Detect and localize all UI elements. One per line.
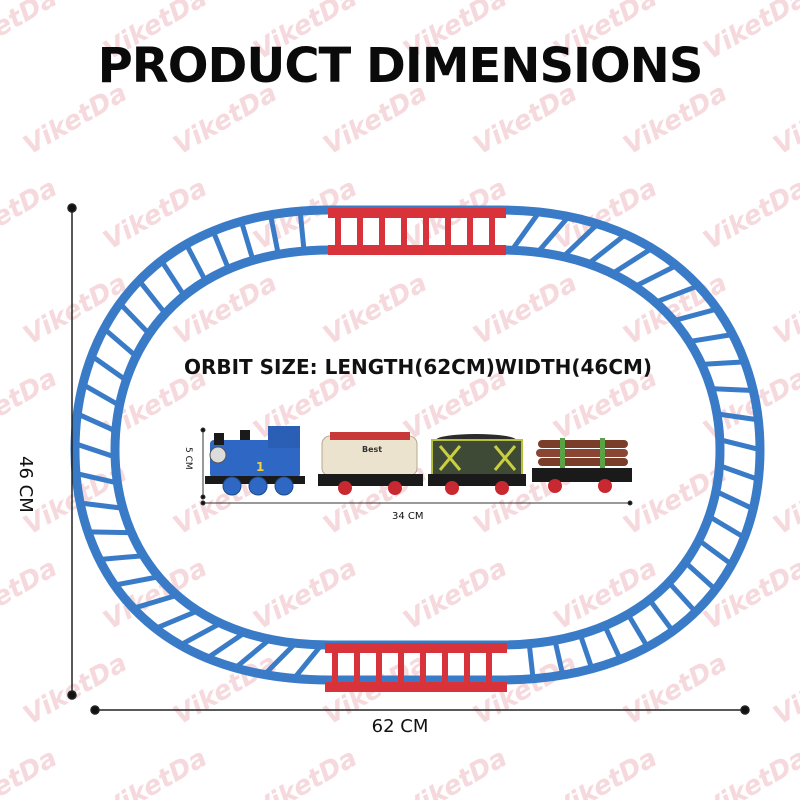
track-sleeper bbox=[205, 630, 247, 661]
dimension-line-train-height bbox=[200, 427, 206, 500]
track-sleeper bbox=[552, 639, 566, 676]
track-sleeper bbox=[718, 463, 760, 482]
track-sleeper bbox=[561, 222, 600, 259]
coal-car bbox=[428, 434, 526, 495]
track-sleeper bbox=[535, 214, 571, 254]
track-sleeper bbox=[654, 283, 700, 305]
track-sleeper bbox=[625, 612, 650, 649]
red-track-sleeper bbox=[489, 210, 495, 255]
track-sleeper bbox=[292, 643, 324, 681]
train-height-label: 5 CM bbox=[183, 447, 193, 470]
red-track-sleeper bbox=[464, 645, 470, 692]
track-sleeper bbox=[90, 353, 128, 383]
track-sleeper bbox=[238, 220, 256, 262]
track-sleeper bbox=[714, 489, 755, 512]
red-straight-bottom bbox=[325, 643, 507, 692]
track-sleeper bbox=[716, 411, 759, 423]
track-sleeper bbox=[297, 210, 307, 252]
red-track-sleeper bbox=[335, 210, 341, 255]
track-sleeper bbox=[610, 246, 654, 276]
tanker-car: Best bbox=[318, 432, 423, 495]
track-sleeper bbox=[633, 263, 678, 289]
track-sleeper bbox=[184, 243, 208, 283]
orbit-size-label: ORBIT SIZE: LENGTH(62CM)WIDTH(46CM) bbox=[183, 355, 653, 379]
red-track-sleeper bbox=[401, 210, 407, 255]
track-sleeper bbox=[76, 411, 117, 434]
length-dimension-label: 62 CM bbox=[371, 716, 429, 737]
track-sleeper bbox=[74, 441, 116, 460]
track-sleeper bbox=[710, 386, 754, 393]
track-sleeper bbox=[118, 301, 151, 336]
track-sleeper bbox=[602, 624, 623, 661]
page-title: PRODUCT DIMENSIONS bbox=[97, 38, 704, 94]
red-track-sleeper bbox=[420, 645, 426, 692]
track-sleeper bbox=[262, 641, 298, 677]
red-track-sleeper bbox=[332, 645, 338, 692]
track-sleeper bbox=[79, 500, 124, 511]
track-sleeper bbox=[87, 529, 132, 536]
track-sleeper bbox=[688, 332, 734, 345]
track-sleeper bbox=[210, 230, 231, 271]
locomotive-number: 1 bbox=[256, 460, 264, 474]
red-track-sleeper bbox=[486, 645, 492, 692]
track-sleeper bbox=[697, 538, 734, 567]
track-sleeper bbox=[233, 637, 272, 670]
red-track-sleeper bbox=[442, 645, 448, 692]
red-track-sleeper bbox=[398, 645, 404, 692]
log-car bbox=[532, 438, 632, 493]
track-sleeper bbox=[137, 279, 168, 316]
track-sleeper bbox=[99, 553, 144, 562]
track-sleeper bbox=[683, 560, 718, 592]
red-track-sleeper bbox=[467, 210, 473, 255]
track-sleeper bbox=[75, 471, 118, 486]
red-track-sleeper bbox=[379, 210, 385, 255]
track-sleeper bbox=[132, 592, 178, 611]
track-sleeper bbox=[666, 580, 698, 614]
width-dimension-label: 46 CM bbox=[15, 456, 36, 513]
red-straight-top bbox=[328, 208, 506, 255]
red-track-sleeper bbox=[354, 645, 360, 692]
track-sleeper bbox=[586, 232, 628, 266]
track-sleeper bbox=[647, 598, 675, 633]
track-sleeper bbox=[114, 574, 160, 588]
dimension-line-width bbox=[67, 203, 77, 700]
red-track-sleeper bbox=[376, 645, 382, 692]
tanker-text: Best bbox=[362, 445, 382, 454]
track-sleeper bbox=[526, 643, 536, 679]
dimension-line-train-length bbox=[200, 500, 633, 506]
track-sleeper bbox=[81, 382, 121, 408]
track-sleeper bbox=[673, 306, 718, 324]
red-track-sleeper bbox=[423, 210, 429, 255]
track-sleeper bbox=[159, 259, 187, 298]
track-sleeper bbox=[577, 633, 595, 670]
track-sleeper bbox=[102, 326, 138, 359]
track-sleeper bbox=[179, 621, 222, 648]
dimension-line-length bbox=[90, 705, 750, 715]
track-sleeper bbox=[701, 359, 745, 367]
track-sleeper bbox=[707, 514, 746, 540]
red-track-sleeper bbox=[445, 210, 451, 255]
red-track-sleeper bbox=[357, 210, 363, 255]
track-sleeper bbox=[154, 608, 199, 631]
track-sleeper bbox=[268, 214, 281, 255]
track-outer-rail bbox=[70, 205, 765, 685]
track-sleeper bbox=[509, 210, 542, 252]
track-sleeper bbox=[719, 437, 761, 453]
train-length-label: 34 CM bbox=[392, 511, 424, 522]
locomotive: 1 bbox=[205, 426, 305, 496]
